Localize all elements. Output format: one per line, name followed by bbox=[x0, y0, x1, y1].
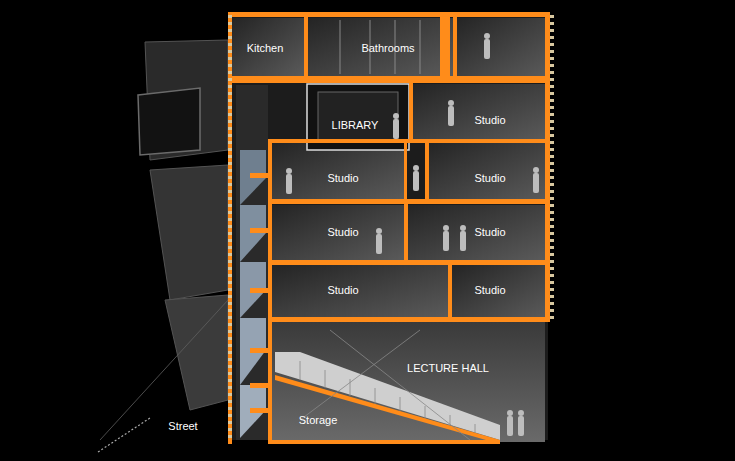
room-label: Studio bbox=[474, 172, 505, 184]
stair-tower bbox=[236, 85, 268, 440]
room: Kitchen bbox=[232, 18, 304, 76]
window-strip bbox=[230, 15, 552, 440]
room-label: LIBRARY bbox=[332, 119, 379, 131]
room-label: Studio bbox=[327, 172, 358, 184]
room: Studio bbox=[428, 143, 545, 199]
room-label: Studio bbox=[327, 226, 358, 238]
stalls bbox=[340, 20, 420, 74]
room: Studio bbox=[407, 205, 545, 260]
room-label: Studio bbox=[474, 284, 505, 296]
room: Studio bbox=[272, 143, 404, 199]
room: LIBRARY bbox=[307, 84, 409, 150]
facade bbox=[100, 40, 228, 440]
room-label: Bathrooms bbox=[361, 42, 414, 54]
lecture-stair bbox=[275, 330, 500, 444]
room: Studio bbox=[272, 265, 448, 317]
street-label: Street bbox=[168, 420, 197, 432]
room: Studio bbox=[412, 84, 545, 140]
room-label: Studio bbox=[474, 114, 505, 126]
room-label: Storage bbox=[299, 414, 338, 426]
people bbox=[286, 33, 539, 436]
room-label: Studio bbox=[327, 284, 358, 296]
room-label: LECTURE HALL bbox=[407, 362, 489, 374]
room: Studio bbox=[272, 205, 404, 260]
room: Storage bbox=[274, 395, 374, 442]
room-label: Kitchen bbox=[247, 42, 284, 54]
room-label: Studio bbox=[474, 226, 505, 238]
room: Bathrooms bbox=[308, 18, 453, 76]
slabs bbox=[228, 12, 550, 444]
room: Studio bbox=[452, 265, 545, 317]
leader-line bbox=[98, 418, 150, 452]
